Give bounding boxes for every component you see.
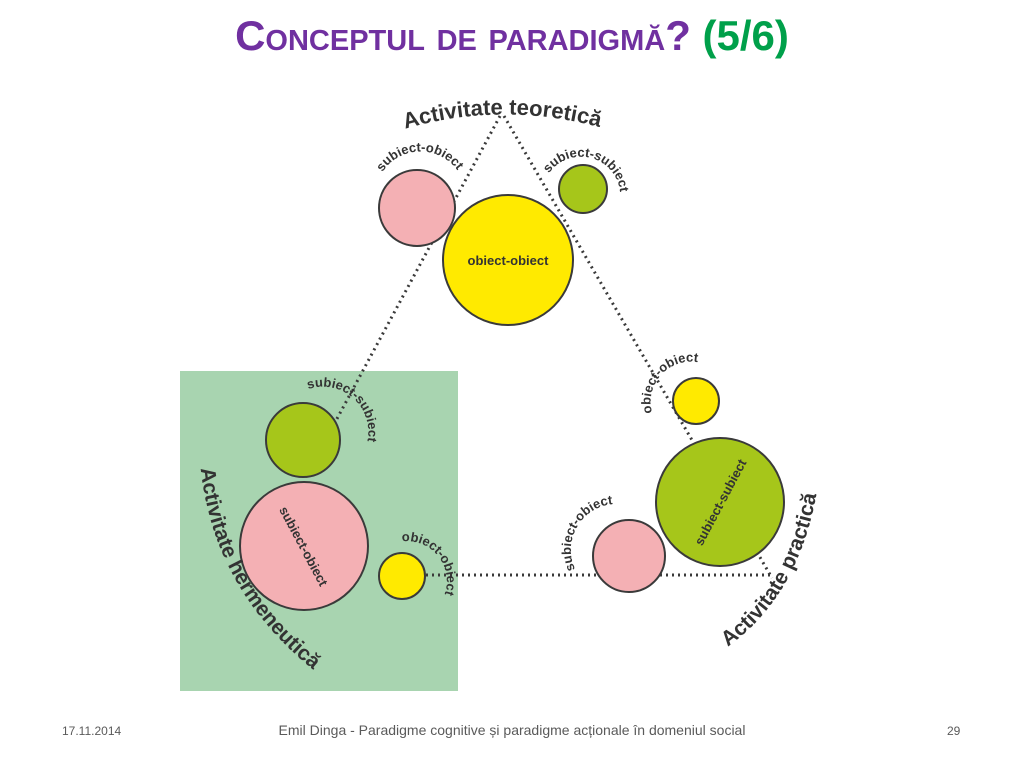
label-top-pink: subiect-obiect xyxy=(373,139,468,173)
top-pink-circle xyxy=(378,169,456,247)
right-green-circle xyxy=(655,437,785,567)
vertex-label-theoretical: Activitate teoretică xyxy=(400,94,605,133)
slide-counter: (5/6) xyxy=(702,12,789,59)
right-yellow-circle xyxy=(672,377,720,425)
left-green-circle xyxy=(265,402,341,478)
right-pink-circle xyxy=(592,519,666,593)
label-top-yellow: obiect-obiect xyxy=(468,253,550,268)
footer-date: 17.11.2014 xyxy=(62,724,122,738)
slide-number: 29 xyxy=(947,724,961,738)
top-yellow-circle xyxy=(442,194,574,326)
footer-caption: Emil Dinga - Paradigme cognitive și para… xyxy=(278,722,746,738)
top-green-circle xyxy=(558,164,608,214)
title-text: Conceptul de paradigmă? xyxy=(235,12,691,59)
slide-title: Conceptul de paradigmă? (5/6) xyxy=(0,10,1024,62)
left-yellow-circle xyxy=(378,552,426,600)
left-pink-circle xyxy=(239,481,369,611)
